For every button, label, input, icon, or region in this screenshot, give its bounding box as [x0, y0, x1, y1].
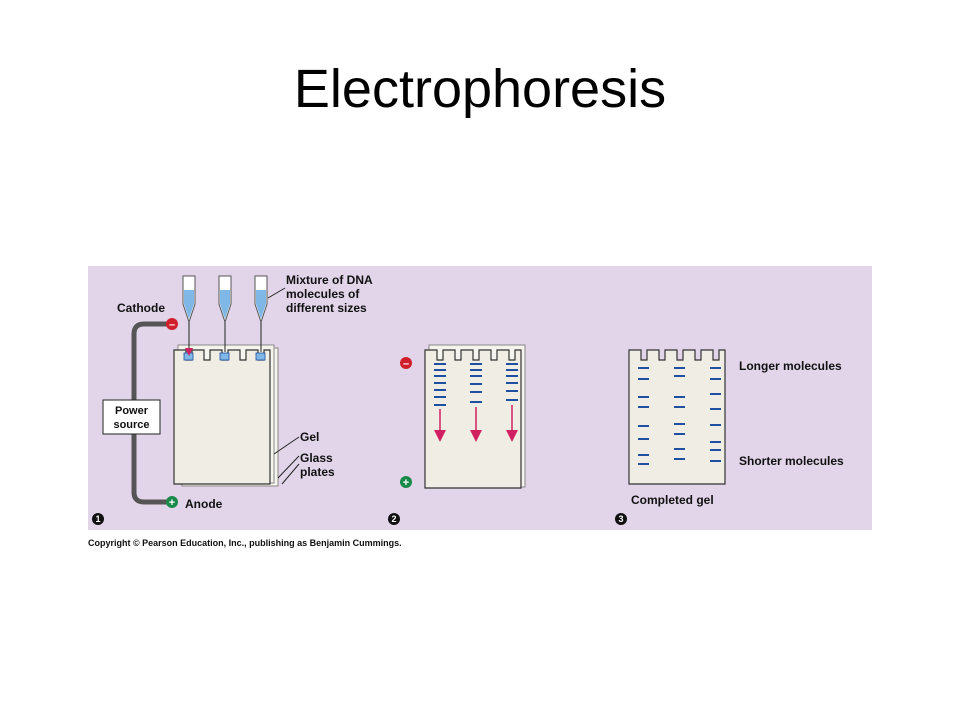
mixture-pointer [267, 287, 286, 299]
glass-label-1: Glass [300, 451, 333, 465]
step-number-2: 2 [391, 514, 396, 524]
lane-bands [674, 367, 685, 460]
completed-gel-slab [628, 349, 726, 485]
slide-title: Electrophoresis [293, 59, 667, 119]
test-tube [182, 275, 196, 356]
gel-slab-1 [173, 349, 271, 485]
mixture-label-2: molecules of [286, 287, 360, 301]
negative-sign: – [403, 358, 409, 370]
lane-bands [434, 363, 446, 406]
copyright-notice: Copyright © Pearson Education, Inc., pub… [88, 538, 402, 548]
power-source-box [102, 399, 161, 435]
cathode-label: Cathode [117, 301, 165, 315]
anode-sign: + [169, 497, 175, 509]
mixture-label-3: different sizes [286, 301, 367, 315]
glass-pointer [281, 463, 300, 485]
completed-gel-label: Completed gel [631, 493, 714, 507]
gel-slab-2 [424, 349, 522, 489]
positive-sign: + [403, 477, 409, 489]
step-number-badge [92, 513, 104, 525]
panel-1: Power source – Cathode + Anode [92, 273, 373, 525]
anode-terminal [166, 496, 178, 508]
glass-pointer [277, 455, 300, 479]
lane-bands [638, 367, 649, 465]
step-number-badge [388, 513, 400, 525]
cathode-terminal [166, 318, 178, 330]
panel-2: – + 2 [388, 344, 526, 525]
loaded-sample [183, 352, 194, 361]
loaded-sample [219, 352, 230, 361]
lane-bands [506, 363, 518, 401]
longer-molecules-label: Longer molecules [739, 359, 842, 373]
cathode-sign: – [169, 319, 175, 331]
mixture-label-1: Mixture of DNA [286, 273, 373, 287]
lane-bands [710, 367, 721, 462]
power-source-label-2: source [113, 419, 149, 431]
anode-label: Anode [185, 497, 223, 511]
glass-label-2: plates [300, 465, 335, 479]
electrophoresis-figure: Power source – Cathode + Anode [88, 266, 872, 530]
test-tube [254, 275, 268, 352]
shorter-molecules-label: Shorter molecules [739, 454, 844, 468]
test-tube [218, 275, 232, 352]
lane-bands [470, 363, 482, 403]
step-number-3: 3 [618, 514, 623, 524]
loaded-sample [255, 352, 266, 361]
power-source-label-1: Power [115, 405, 149, 417]
gel-pointer [273, 436, 300, 455]
figure-canvas: Power source – Cathode + Anode [92, 273, 844, 525]
positive-electrode [400, 476, 412, 488]
step-number-1: 1 [95, 514, 100, 524]
step-number-badge [615, 513, 627, 525]
panel-3: Longer molecules Shorter molecules Compl… [615, 349, 844, 525]
gel-label: Gel [300, 430, 319, 444]
negative-electrode [400, 357, 412, 369]
